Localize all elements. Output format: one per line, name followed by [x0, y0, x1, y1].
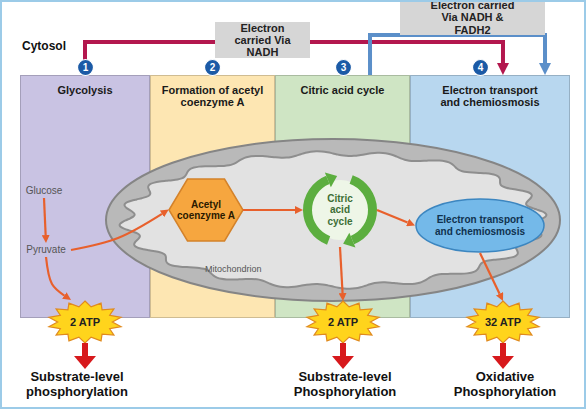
- step-number-text: 3: [341, 63, 347, 73]
- down-arrow-head: [492, 356, 514, 369]
- citric-cycle-circle: Citric acid cycle: [303, 173, 377, 247]
- edge-label: Electron carried Via NADH: [233, 22, 293, 59]
- atp-yield: 2 ATP: [328, 316, 358, 328]
- atp-yield: 32 ATP: [485, 316, 521, 328]
- step-circle: [473, 60, 489, 76]
- pathway-arrow: [44, 198, 46, 235]
- node-text-box: 2 ATP: [306, 301, 380, 343]
- node-text-box: Acetyl coenzyme A: [169, 179, 243, 241]
- pathway-arrow: [71, 214, 162, 250]
- node-text-box: Citric acid cycle: [303, 173, 377, 247]
- panel-heading: Glycolysis: [57, 84, 112, 96]
- node-text-box: 2: [204, 59, 221, 76]
- phosphorylation-arrows: [74, 343, 514, 369]
- edge-label: Electron carried Via NADH & FADH2: [423, 0, 523, 36]
- cycle-arrowhead: [325, 172, 337, 187]
- step-number: 4: [472, 59, 489, 76]
- molecule-name: Pyruvate: [26, 244, 65, 255]
- cycle-arrows: [303, 172, 377, 247]
- node-text-box: Glucose: [23, 184, 65, 198]
- pathway-arrow: [243, 209, 295, 211]
- ellipse-outline: [416, 199, 544, 252]
- atp-yield-arrow: [340, 247, 343, 293]
- down-arrow-head: [332, 356, 354, 369]
- atp-starburst: 2 ATP: [48, 301, 122, 343]
- node-text-box: Electron transport and chemiosmosis: [415, 198, 545, 253]
- region-label: Cytosol: [22, 40, 102, 54]
- molecule-name: Glucose: [26, 185, 63, 196]
- pathway-arrow: [377, 210, 408, 222]
- edge-label-box: Electron carried Via NADH: [215, 22, 310, 58]
- phosphorylation-type: Substrate-level phosphorylation: [2, 370, 152, 400]
- organelle-label: Mitochondrion: [205, 264, 262, 274]
- edge-label-box: Electron carried Via NADH & FADH2: [400, 0, 545, 35]
- atp-yield: 2 ATP: [70, 316, 100, 328]
- step-number-text: 1: [83, 63, 89, 73]
- inner-membrane: [120, 151, 547, 289]
- step-circle: [78, 60, 94, 76]
- molecule-node: Glucose: [23, 184, 65, 198]
- cycle-arc: [350, 175, 377, 244]
- step-number: 1: [77, 59, 94, 76]
- node-text-box: 3: [335, 59, 352, 76]
- mitochondrion: Mitochondrion Acetyl coenzyme A Citric aci…: [105, 138, 561, 302]
- step-number-text: 2: [210, 63, 216, 73]
- node-text-box: 4: [472, 59, 489, 76]
- cycle-arrowhead: [343, 233, 355, 248]
- phosphorylation-type: Oxidative Phosphorylation: [430, 370, 580, 400]
- starburst-outline: [49, 301, 121, 343]
- atp-yield-arrow: [480, 253, 500, 294]
- step-number: 3: [335, 59, 352, 76]
- node-text-box: Pyruvate: [21, 243, 71, 257]
- down-arrow-shaft: [500, 343, 506, 357]
- atp-yield-arrow: [46, 257, 64, 296]
- step-number-text: 4: [478, 63, 484, 73]
- step-circle: [205, 60, 221, 76]
- panel-heading: Electron transport and chemiosmosis: [433, 84, 548, 109]
- atp-starburst: 2 ATP: [306, 301, 380, 343]
- step-circle: [336, 60, 352, 76]
- node-text-box: 32 ATP: [466, 301, 540, 343]
- step-number: 2: [204, 59, 221, 76]
- electron-flow-arrow: [370, 35, 545, 75]
- process-name: Citric acid cycle: [320, 193, 360, 227]
- down-arrow-shaft: [340, 343, 346, 357]
- node-text-box: Mitochondrion: [205, 262, 285, 276]
- outer-membrane: [106, 139, 560, 301]
- panel-heading: Formation of acetyl coenzyme A: [158, 84, 268, 109]
- atp-starburst: 32 ATP: [466, 301, 540, 343]
- starburst-outline: [467, 301, 539, 343]
- down-arrow-shaft: [82, 343, 88, 357]
- starburst-outline: [307, 301, 379, 343]
- panel-heading: Citric acid cycle: [301, 84, 385, 96]
- hexagon-outline: [169, 179, 243, 241]
- node-text-box: 1: [77, 59, 94, 76]
- process-name: Electron transport and chemiosmosis: [430, 214, 530, 236]
- cycle-arc: [303, 176, 330, 245]
- acetyl-coa-hexagon: Acetyl coenzyme A: [169, 179, 243, 241]
- molecule-name: Acetyl coenzyme A: [177, 199, 235, 221]
- phosphorylation-type: Substrate-level Phosphorylation: [270, 370, 420, 400]
- down-arrow-head: [74, 356, 96, 369]
- molecule-node: Pyruvate: [21, 243, 71, 257]
- node-text-box: 2 ATP: [48, 301, 122, 343]
- electron-transport-ellipse: Electron transport and chemiosmosis: [415, 198, 545, 253]
